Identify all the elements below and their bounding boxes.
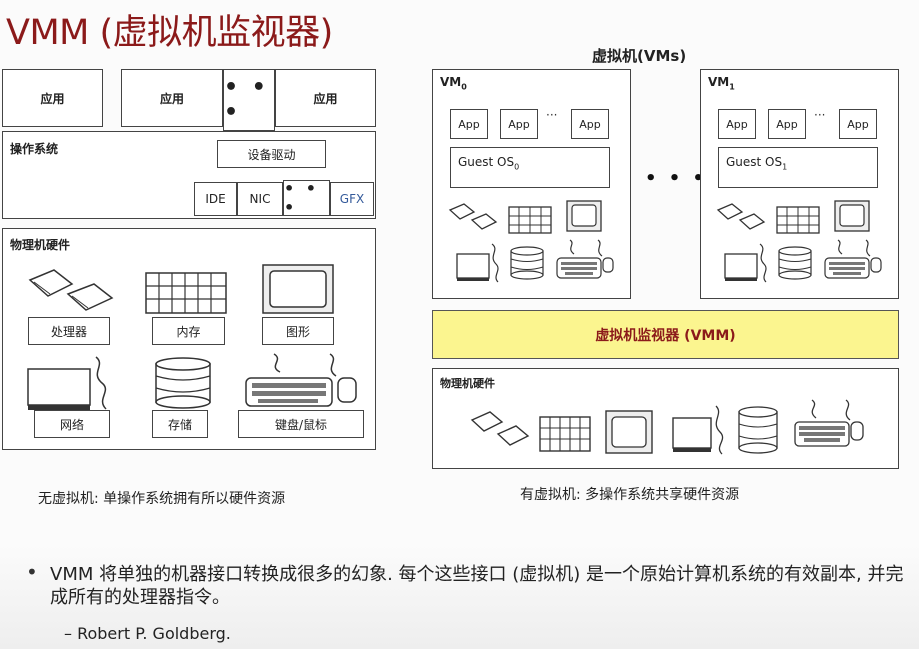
vm-ellipsis: • • • bbox=[645, 168, 708, 189]
hw-label-box: 处理器 bbox=[28, 317, 110, 345]
driver-ide: IDE bbox=[194, 182, 237, 216]
monitor-icon bbox=[262, 264, 334, 314]
cpu-chip-icon bbox=[28, 269, 114, 311]
bullet-marker: • bbox=[26, 560, 38, 584]
cpu-chip-icon bbox=[716, 203, 766, 230]
guest-os-box bbox=[450, 147, 610, 188]
cpu-chip-icon bbox=[448, 203, 498, 230]
monitor-icon bbox=[605, 410, 653, 454]
driver-ellipsis: • • • bbox=[283, 179, 330, 217]
driver-nic: NIC bbox=[237, 182, 283, 216]
hardware-label: 物理机硬件 bbox=[10, 238, 71, 252]
right-caption: 有虚拟机: 多操作系统共享硬件资源 bbox=[520, 487, 740, 503]
vm-app-box: App bbox=[571, 109, 609, 139]
keyboard-mouse-icon bbox=[794, 399, 864, 447]
vm-app-box: App bbox=[450, 109, 488, 139]
left-caption: 无虚拟机: 单操作系统拥有所以硬件资源 bbox=[38, 491, 286, 507]
os-label: 操作系统 bbox=[10, 142, 59, 156]
keyboard-mouse-icon bbox=[824, 239, 882, 279]
monitor-icon bbox=[566, 200, 602, 232]
keyboard-mouse-icon bbox=[556, 239, 614, 279]
quote-author: – Robert P. Goldberg. bbox=[64, 624, 231, 643]
network-card-icon bbox=[456, 243, 499, 283]
storage-icon bbox=[738, 406, 778, 454]
hardware-label: 物理机硬件 bbox=[440, 377, 495, 390]
page-title: VMM (虚拟机监视器) bbox=[6, 13, 333, 53]
vm-app-box: App bbox=[718, 109, 756, 139]
vm-label: VM0 bbox=[440, 75, 467, 92]
vm-label: VM1 bbox=[708, 75, 735, 92]
quote-text: VMM 将单独的机器接口转换成很多的幻象. 每个这些接口 (虚拟机) 是一个原始… bbox=[50, 564, 904, 608]
network-card-icon bbox=[672, 405, 724, 455]
hardware-box bbox=[432, 368, 899, 469]
network-card-icon bbox=[724, 243, 767, 283]
hw-label-box: 存储 bbox=[152, 410, 208, 438]
app-ellipsis: • • • bbox=[223, 69, 275, 131]
monitor-icon bbox=[834, 200, 870, 232]
vm-app-box: App bbox=[500, 109, 538, 139]
memory-grid-icon bbox=[145, 272, 227, 314]
guest-os-label: Guest OS1 bbox=[726, 155, 788, 172]
hw-label-box: 网络 bbox=[34, 410, 110, 438]
memory-grid-icon bbox=[776, 206, 820, 234]
storage-icon bbox=[778, 246, 812, 280]
vms-label: 虚拟机(VMs) bbox=[592, 47, 687, 65]
app-box: 应用 bbox=[275, 69, 376, 127]
memory-grid-icon bbox=[539, 416, 591, 452]
vm-app-ellipsis: ··· bbox=[546, 108, 558, 122]
memory-grid-icon bbox=[508, 206, 552, 234]
driver-gfx: GFX bbox=[330, 182, 374, 216]
app-box: 应用 bbox=[121, 69, 223, 127]
storage-icon bbox=[155, 357, 211, 409]
vm-app-box: App bbox=[839, 109, 877, 139]
vm-app-box: App bbox=[768, 109, 806, 139]
hw-label-box: 键盘/鼠标 bbox=[238, 410, 364, 438]
bottom-band bbox=[0, 545, 919, 649]
vm-app-ellipsis: ··· bbox=[814, 108, 826, 122]
hw-label-box: 图形 bbox=[262, 317, 334, 345]
keyboard-mouse-icon bbox=[245, 353, 357, 407]
guest-os-box bbox=[718, 147, 878, 188]
storage-icon bbox=[510, 246, 544, 280]
device-driver-box: 设备驱动 bbox=[217, 140, 326, 168]
app-box: 应用 bbox=[2, 69, 103, 127]
vmm-bar: 虚拟机监视器 (VMM) bbox=[432, 310, 899, 359]
cpu-chip-icon bbox=[470, 411, 530, 446]
hw-label-box: 内存 bbox=[152, 317, 225, 345]
guest-os-label: Guest OS0 bbox=[458, 155, 520, 172]
network-card-icon bbox=[27, 356, 107, 410]
